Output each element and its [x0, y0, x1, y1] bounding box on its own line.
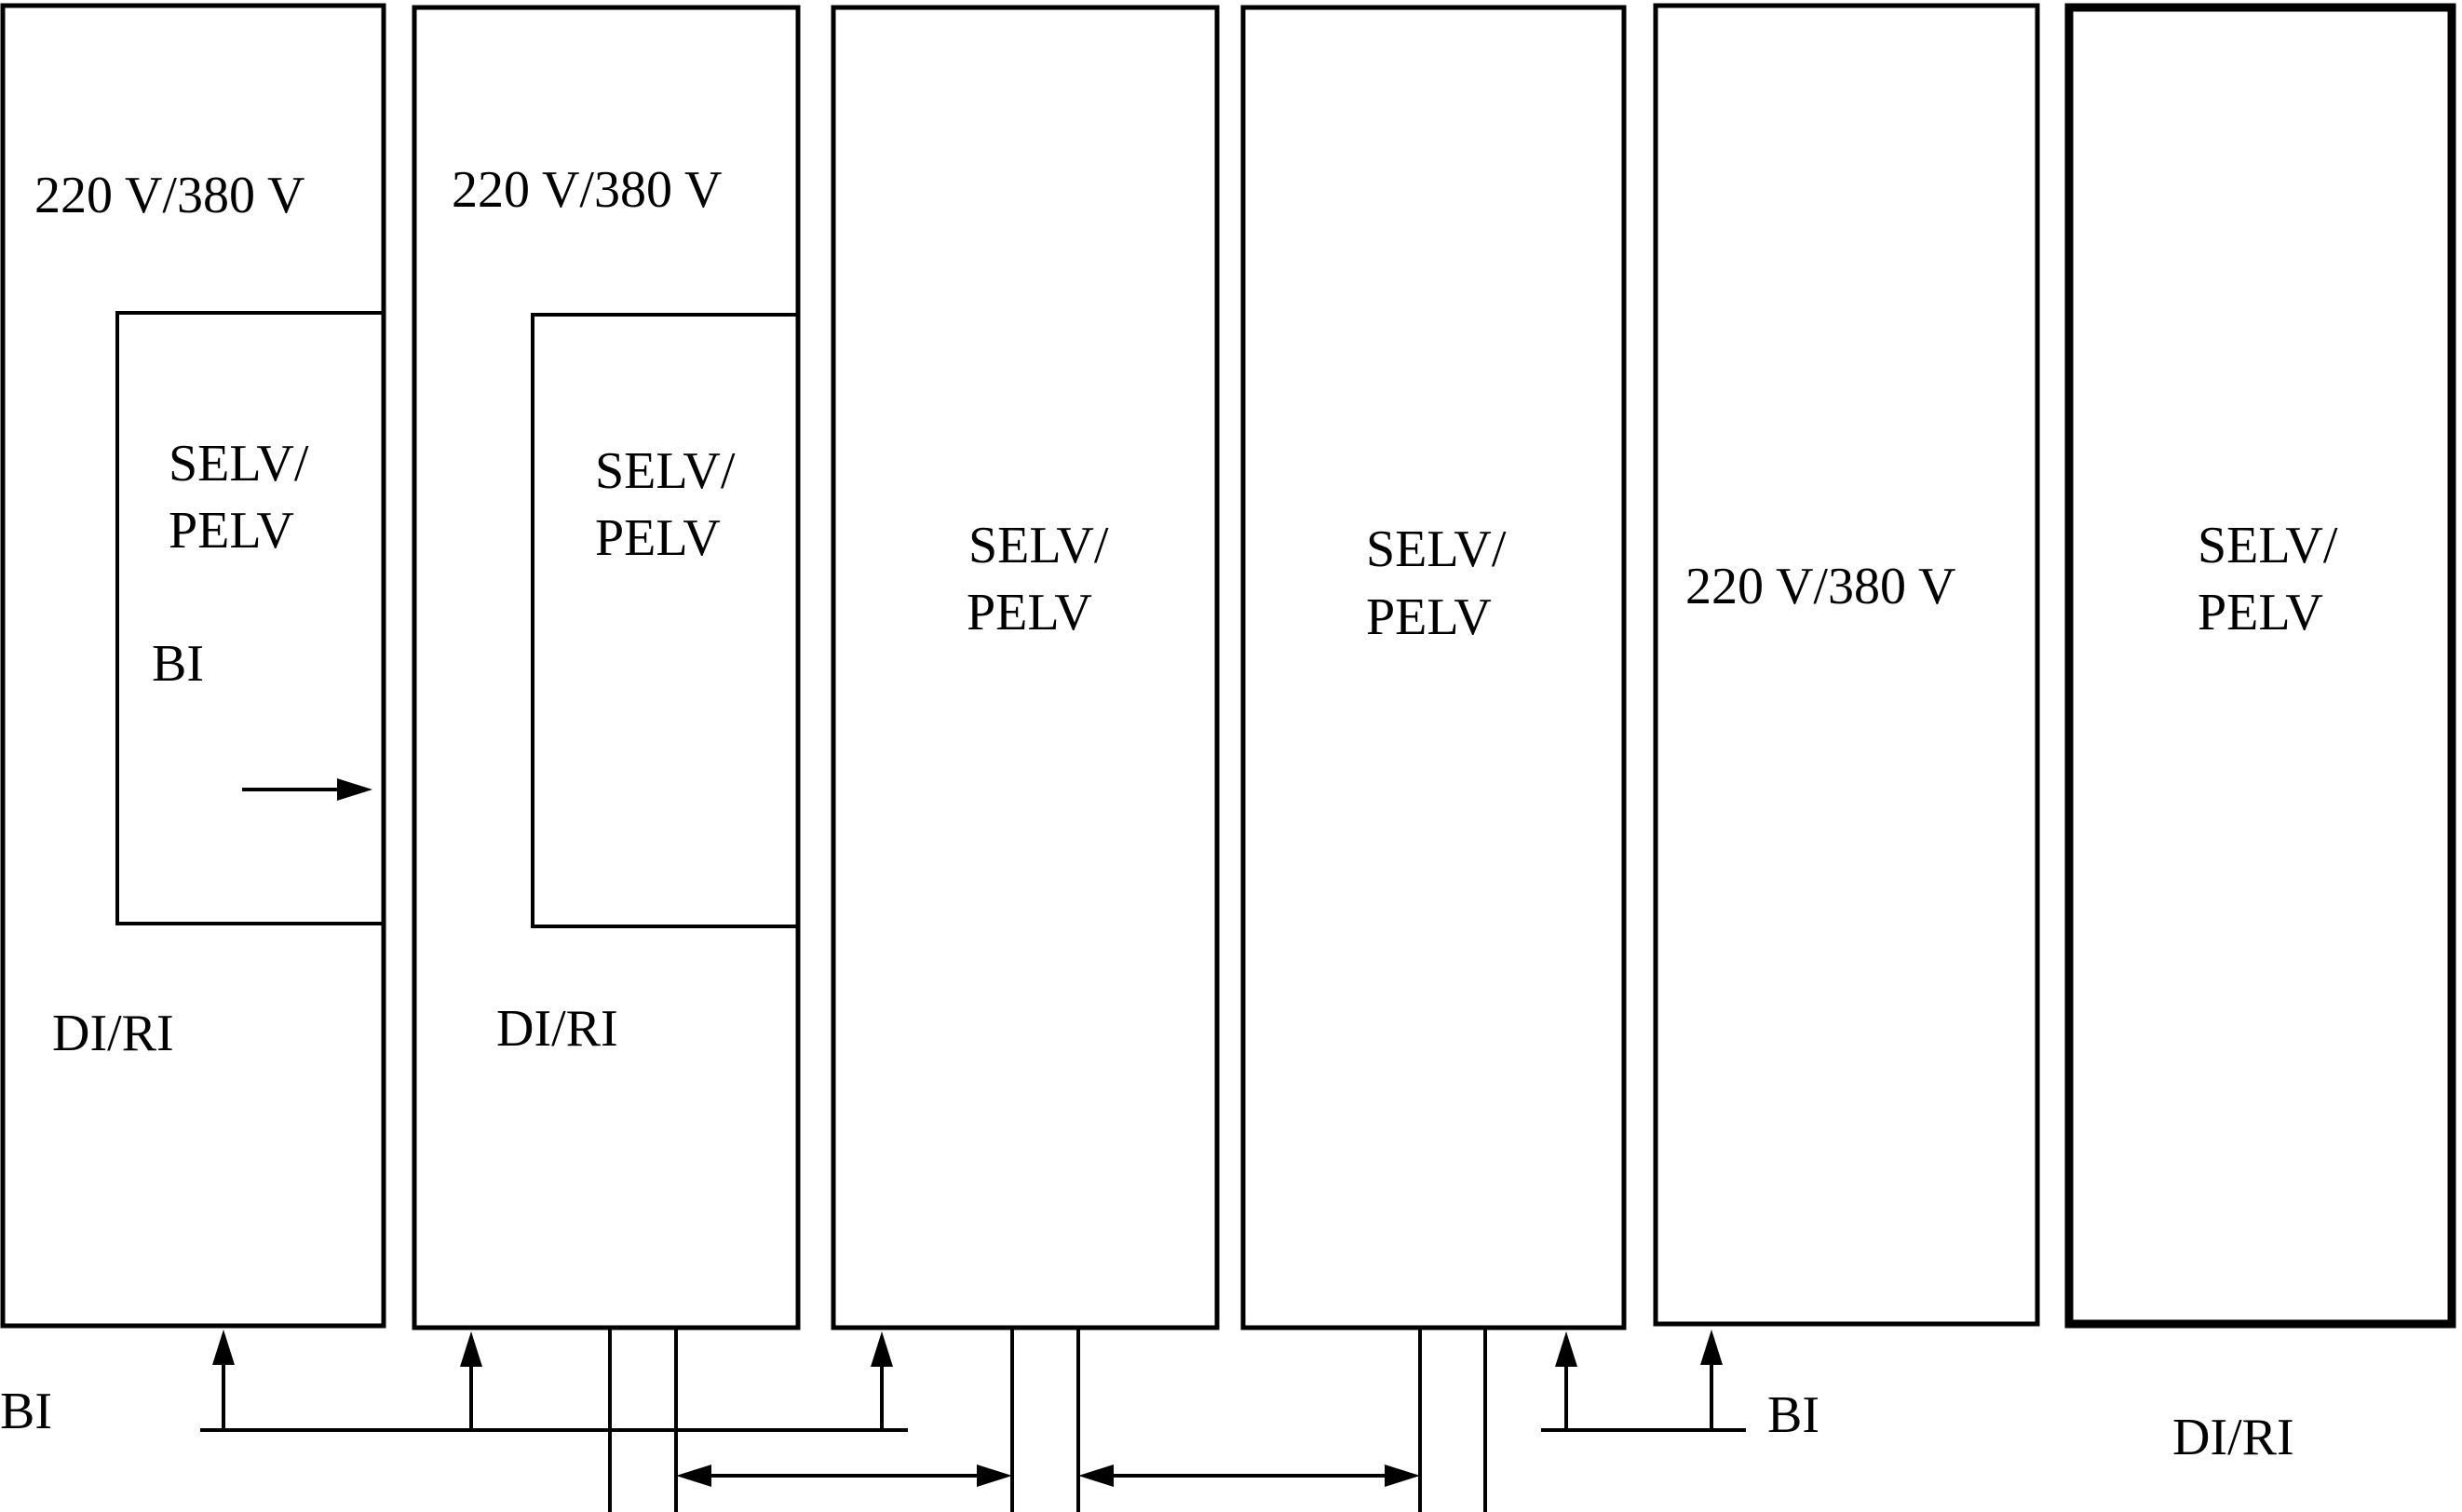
right-bi-bus: BI: [1541, 1330, 1819, 1444]
panel-5-voltage-label: 220 V/380 V: [1685, 558, 1955, 615]
panel-5: 220 V/380 V: [1653, 3, 2040, 1327]
double-arrows: [676, 1465, 1420, 1487]
panel-3-selv-label: SELV/: [968, 517, 1109, 574]
panel-1-frame: [0, 3, 386, 1329]
bus-arrow-head-2: [460, 1331, 482, 1367]
panel-6: SELV/ PELV: [2064, 3, 2456, 1329]
panel-4-selv-label: SELV/: [1366, 520, 1507, 578]
double-arrow-1-left-head: [676, 1465, 711, 1487]
panel-2-diri-label: DI/RI: [496, 1000, 618, 1058]
double-arrow-2-left-head: [1078, 1465, 1114, 1487]
left-bi-bus: BI: [0, 1330, 908, 1440]
panel-3: SELV/ PELV: [831, 5, 1220, 1330]
panel-1-bi-label: BI: [152, 635, 204, 693]
panel-6-selv-label: SELV/: [2198, 517, 2338, 574]
panel-6-frame: [2064, 3, 2456, 1329]
panel-3-frame: [831, 5, 1220, 1330]
double-arrow-2-right-head: [1385, 1465, 1420, 1487]
bus-arrow-head-1: [212, 1330, 235, 1365]
panel-1: 220 V/380 V SELV/ PELV BI DI/RI: [0, 3, 386, 1329]
panel-2-voltage-label: 220 V/380 V: [452, 161, 722, 219]
panel-1-pelv-label: PELV: [169, 502, 294, 560]
panel-1-inner-frame: [115, 311, 384, 925]
panel-1-arrow-head: [337, 778, 372, 801]
double-arrow-1-right-head: [977, 1465, 1012, 1487]
panel-2: 220 V/380 V SELV/ PELV DI/RI: [412, 5, 801, 1330]
panel-2-pelv-label: PELV: [595, 509, 721, 567]
bottom-conductors: [608, 1328, 1487, 1512]
bottom-right-diri-label: DI/RI: [2172, 1409, 2294, 1466]
panel-2-selv-label: SELV/: [595, 442, 736, 500]
panel-4: SELV/ PELV: [1240, 5, 1627, 1330]
panel-1-diri-label: DI/RI: [52, 1005, 174, 1062]
panel-5-frame: [1653, 3, 2040, 1327]
panel-4-frame: [1240, 5, 1627, 1330]
panel-1-voltage-label: 220 V/380 V: [34, 167, 304, 224]
panel-4-pelv-label: PELV: [1366, 588, 1492, 646]
panel-6-pelv-label: PELV: [2198, 584, 2323, 641]
right-bi-label: BI: [1767, 1386, 1819, 1444]
left-bi-label: BI: [0, 1383, 52, 1440]
bus-arrow-head-5: [1700, 1330, 1723, 1365]
bus-arrow-head-3: [871, 1331, 893, 1367]
panel-3-pelv-label: PELV: [967, 584, 1092, 641]
panel-2-inner-frame: [531, 313, 798, 928]
panel-2-frame: [412, 5, 801, 1330]
bus-arrow-head-4: [1555, 1331, 1577, 1367]
panel-1-selv-label: SELV/: [169, 435, 309, 493]
